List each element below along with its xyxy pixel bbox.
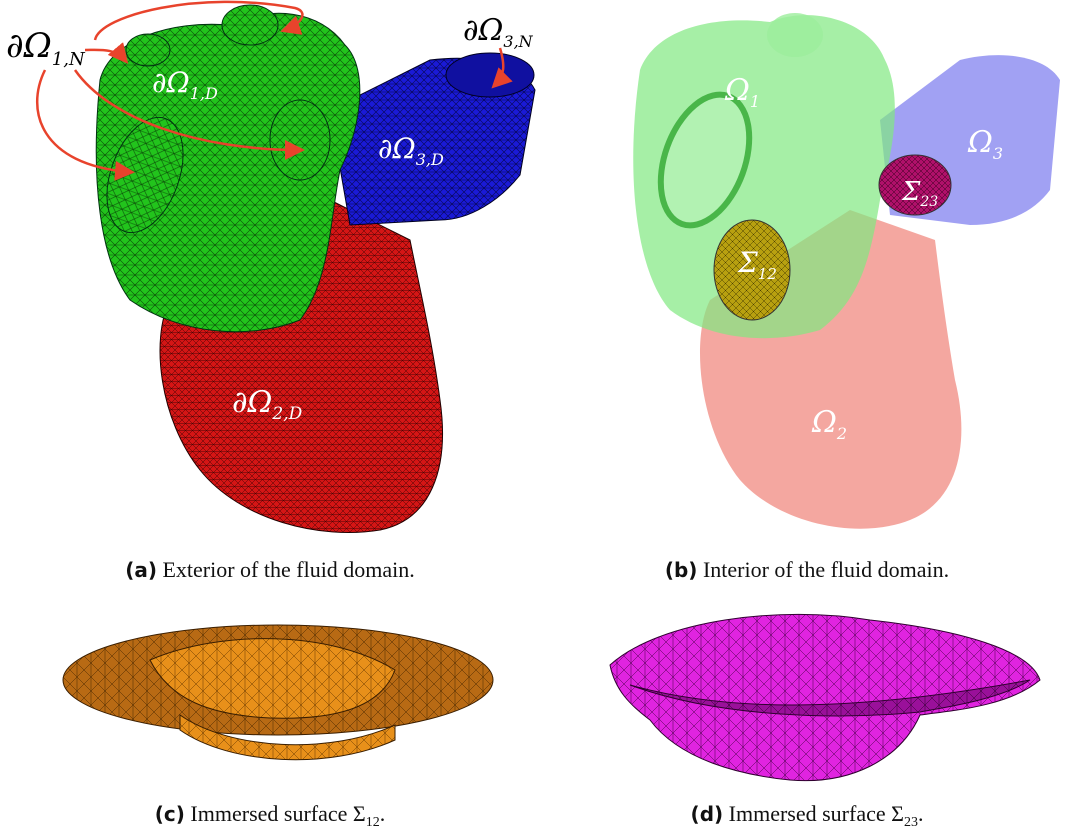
panel-a-exterior: ∂Ω1,N ∂Ω1,D ∂Ω3,N ∂Ω3,D ∂Ω2,D (0, 0, 540, 545)
caption-d-text: Immersed surface Σ (728, 801, 904, 826)
caption-c-tag: (c) (154, 802, 185, 826)
surface-12-figure (62, 624, 494, 761)
label-dOmega-2D: ∂Ω2,D (232, 385, 303, 424)
panel-b-interior: Ω1 Ω3 Ω2 Σ12 Σ23 (540, 0, 1074, 545)
label-Omega-1: Ω1 (724, 73, 760, 111)
heart-exterior-figure: ∂Ω1,N ∂Ω1,D ∂Ω3,N ∂Ω3,D ∂Ω2,D (6, 0, 536, 533)
label-dOmega-1D: ∂Ω1,D (152, 66, 218, 103)
label-dOmega-1N: ∂Ω1,N (6, 26, 86, 70)
arrow-n1-right (73, 69, 305, 160)
surface-23-body (609, 613, 1041, 782)
arrow-n1-left (84, 42, 129, 64)
caption-d-tag: (d) (690, 802, 724, 826)
label-Omega-2: Ω2 (811, 405, 847, 443)
atrium-opening-top-left (125, 33, 171, 67)
caption-a-text: Exterior of the fluid domain. (162, 557, 415, 582)
valve-mesh-12 (713, 219, 791, 321)
caption-a: (a) Exterior of the fluid domain. (0, 557, 540, 583)
caption-b-tag: (b) (664, 558, 698, 582)
caption-c-text: Immersed surface Σ (190, 801, 366, 826)
arrow-n3 (491, 47, 513, 89)
label-dOmega-3N: ∂Ω3,N (463, 13, 534, 51)
surface-23-inner (629, 679, 1031, 717)
panel-c-surface-12 (0, 600, 540, 790)
caption-c: (c) Immersed surface Σ12. (0, 801, 540, 831)
caption-c-end: . (379, 801, 386, 826)
caption-b: (b) Interior of the fluid domain. (540, 557, 1074, 583)
caption-a-tag: (a) (125, 558, 157, 582)
atrium-opening-top (767, 13, 823, 57)
valve-mesh-23 (878, 154, 952, 216)
surface-12-leaflet (149, 638, 396, 719)
panel-d-surface-23 (540, 600, 1074, 790)
atrium-opening-top-right (221, 4, 279, 46)
label-Sigma-23: Σ23 (901, 177, 938, 210)
arrow-n1-top (93, 0, 304, 41)
atrium-opening-left (106, 116, 184, 234)
outflow-opening (445, 52, 535, 98)
heart-interior-figure: Ω1 Ω3 Ω2 Σ12 Σ23 (633, 13, 1060, 529)
label-dOmega-3D: ∂Ω3,D (378, 132, 444, 169)
surface-23-figure (609, 613, 1041, 782)
atrium-opening-mid (269, 99, 331, 181)
atrium-opening-left (657, 91, 753, 229)
label-Omega-3: Ω3 (967, 125, 1003, 163)
atrium-translucent (633, 15, 895, 339)
label-Sigma-12: Σ12 (737, 246, 777, 283)
caption-d-sub: 23 (903, 815, 918, 830)
surface-12-bottom (179, 714, 396, 761)
caption-b-text: Interior of the fluid domain. (702, 557, 950, 582)
caption-d: (d) Immersed surface Σ23. (540, 801, 1074, 831)
caption-d-end: . (917, 801, 924, 826)
arrow-n1-down (36, 69, 135, 181)
caption-c-sub: 12 (365, 815, 380, 830)
